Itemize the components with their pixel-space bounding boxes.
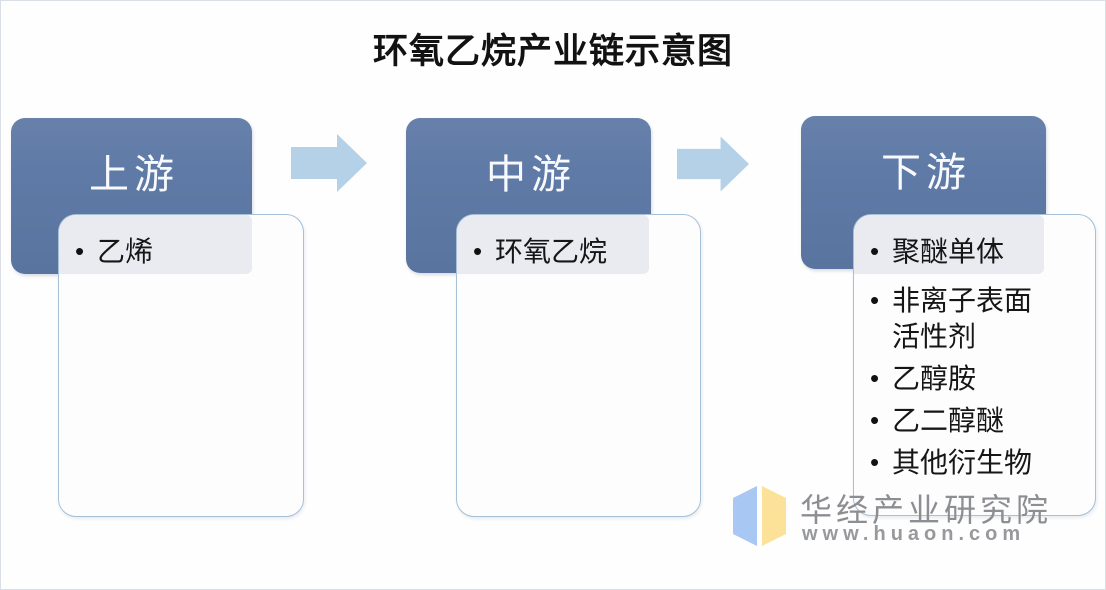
list-item: • 乙烯 (73, 234, 295, 270)
first-item-highlight-band (854, 215, 1045, 274)
stage-header-midstream-label: 中游 (486, 153, 576, 197)
huaon-open-book-logo-icon (733, 486, 786, 546)
flow-arrow-right-icon (677, 136, 749, 192)
upstream-item-list: • 乙烯 (59, 215, 303, 270)
list-item-text: 非离子表面活性剂 (892, 285, 1033, 352)
bullet-icon: • (870, 405, 880, 435)
diagram-title: 环氧乙烷产业链示意图 (372, 32, 733, 71)
bullet-icon: • (870, 363, 880, 393)
list-item: • 乙醇胺 (868, 361, 1087, 397)
list-item-text: 乙醇胺 (892, 363, 977, 394)
brand-website: www.huaon.com (802, 523, 1026, 545)
flow-arrow-right-icon (291, 134, 367, 192)
stage-box-midstream: • 环氧乙烷 (456, 214, 701, 517)
stage-box-upstream: • 乙烯 (58, 214, 304, 517)
downstream-item-list: • 聚醚单体 • 非离子表面活性剂 • 乙醇胺 • 乙二醇醚 • 其他衍生物 (854, 215, 1095, 481)
bullet-icon: • (870, 285, 880, 315)
list-item-text: 聚醚单体 (892, 236, 1005, 267)
bullet-icon: • (473, 236, 483, 266)
bullet-icon: • (870, 447, 880, 477)
list-item-text: 乙二醇醚 (892, 405, 1005, 436)
list-item: • 环氧乙烷 (471, 234, 692, 270)
list-item-text: 乙烯 (97, 236, 154, 267)
bullet-icon: • (75, 236, 85, 266)
list-item: • 非离子表面活性剂 (868, 283, 1087, 355)
stage-box-downstream: • 聚醚单体 • 非离子表面活性剂 • 乙醇胺 • 乙二醇醚 • 其他衍生物 (853, 214, 1096, 516)
stage-header-upstream-label: 上游 (89, 153, 179, 197)
list-item: • 乙二醇醚 (868, 403, 1087, 439)
first-item-highlight-band (457, 215, 649, 274)
bullet-icon: • (870, 236, 880, 266)
first-item-highlight-band (59, 215, 252, 274)
brand-name: 华经产业研究院 (800, 492, 1053, 528)
list-item: • 聚醚单体 (868, 234, 1087, 270)
midstream-item-list: • 环氧乙烷 (457, 215, 700, 270)
stage-header-downstream-label: 下游 (881, 151, 971, 195)
list-item: • 其他衍生物 (868, 445, 1087, 481)
list-item-text: 其他衍生物 (892, 447, 1033, 478)
list-item-text: 环氧乙烷 (495, 236, 608, 267)
